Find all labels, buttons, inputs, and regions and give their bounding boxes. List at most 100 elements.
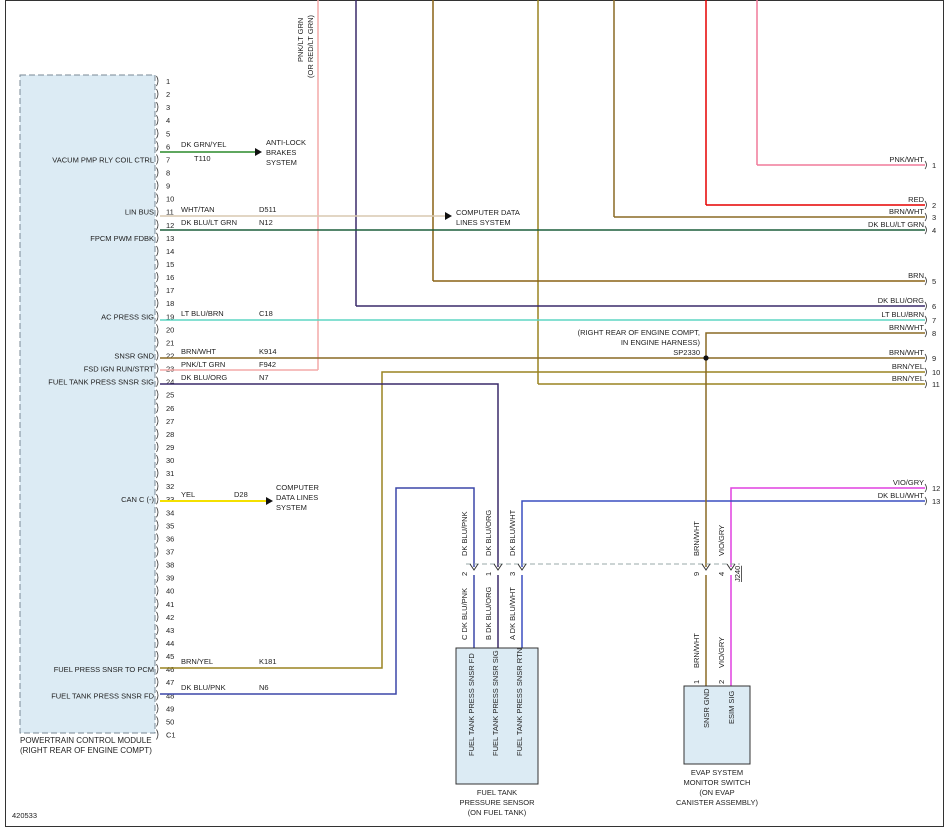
arrow-data-lines-2 xyxy=(266,497,273,505)
pcm-pin-number: 20 xyxy=(166,325,174,334)
pcm-pin-terminal xyxy=(156,546,159,557)
pcm-module xyxy=(19,74,156,734)
right-connector-wire-color: BRN xyxy=(908,271,924,280)
top-wire-label-2: (OR RED/LT GRN) xyxy=(306,14,315,78)
arrow-data-lines-1 xyxy=(445,212,452,220)
right-connector-wire-color: BRN/WHT xyxy=(889,207,924,216)
right-connector-pin: 3 xyxy=(932,213,936,222)
right-connector-pin: 5 xyxy=(932,277,936,286)
pcm-pin-terminal xyxy=(156,533,159,544)
pcm-pin-list: 1234567891011121314151617181920212223242… xyxy=(156,75,176,740)
diagram-id: 420533 xyxy=(12,811,37,820)
pcm-pin-terminal xyxy=(156,520,159,531)
svg-text:3: 3 xyxy=(508,572,517,576)
pcm-pin-terminal xyxy=(156,415,159,427)
svg-text:DK BLU/WHT: DK BLU/WHT xyxy=(508,509,517,556)
pcm-pin-terminal xyxy=(156,245,159,257)
pcm-pin-terminal xyxy=(156,690,159,701)
svg-text:SNSR GND: SNSR GND xyxy=(702,688,711,728)
pcm-pin-number: 35 xyxy=(166,521,174,530)
splice-sp2330 xyxy=(703,355,709,361)
right-connector-terminal xyxy=(924,353,927,363)
pcm-signal-label: FUEL TANK PRESS SNSR FD xyxy=(51,691,154,700)
svg-text:DK BLU/PNK: DK BLU/PNK xyxy=(460,511,469,556)
pcm-pin-number: 21 xyxy=(166,338,174,347)
pcm-pin-number: 19 xyxy=(166,312,174,321)
pcm-pin-number: 34 xyxy=(166,508,174,517)
right-connector-wire-color: DK BLU/ORG xyxy=(878,296,924,305)
svg-text:YEL: YEL xyxy=(181,490,195,499)
pcm-pin-terminal xyxy=(156,311,159,322)
pcm-pin-number: 47 xyxy=(166,678,174,687)
right-connector-pin: 1 xyxy=(932,161,936,170)
data-lines-2-label-1: COMPUTER xyxy=(276,483,320,492)
pcm-pin-terminal xyxy=(156,703,159,714)
svg-text:C18: C18 xyxy=(259,309,273,318)
right-connector-terminal xyxy=(924,212,927,222)
data-lines-1-label-1: COMPUTER DATA xyxy=(456,208,520,217)
right-connector-pin: 9 xyxy=(932,354,936,363)
pcm-title-line-2: (RIGHT REAR OF ENGINE COMPT) xyxy=(20,746,152,755)
pcm-wire-labels: DK GRN/YEL T110 WHT/TAN D511 DK BLU/LT G… xyxy=(181,140,277,692)
svg-text:DK BLU/PNK: DK BLU/PNK xyxy=(181,683,226,692)
right-connector-wire-color: PNK/WHT xyxy=(889,155,924,164)
pcm-pin-terminal xyxy=(156,598,159,610)
pcm-signal-label: LIN BUS xyxy=(125,208,154,217)
splice-id: SP2330 xyxy=(673,348,700,357)
svg-text:F942: F942 xyxy=(259,360,276,369)
pcm-title-line-1: POWERTRAIN CONTROL MODULE xyxy=(20,736,152,745)
right-connector-pin: 13 xyxy=(932,497,940,506)
pcm-pin-number: 3 xyxy=(166,103,170,112)
pcm-pin-terminal xyxy=(156,585,159,596)
pcm-pin-terminal xyxy=(156,441,159,453)
pcm-pin-terminal xyxy=(156,363,159,374)
svg-text:PNK/LT GRN: PNK/LT GRN xyxy=(181,360,225,369)
data-lines-2-label-2: DATA LINES xyxy=(276,493,318,502)
pcm-pin-terminal xyxy=(156,193,159,204)
wire-brn-wht-h8 xyxy=(705,332,925,358)
svg-text:DK GRN/YEL: DK GRN/YEL xyxy=(181,140,226,149)
svg-text:D511: D511 xyxy=(259,205,276,214)
data-lines-2-label-3: SYSTEM xyxy=(276,503,307,512)
pcm-pin-number: 32 xyxy=(166,482,174,491)
pcm-pin-terminal xyxy=(156,75,159,87)
wire-dk-blu-wht xyxy=(521,500,925,567)
pcm-pin-number: 6 xyxy=(166,142,170,151)
svg-text:N6: N6 xyxy=(259,683,269,692)
right-connector-terminal xyxy=(924,160,927,170)
splice-location-2: IN ENGINE HARNESS) xyxy=(621,338,701,347)
fuel-tank-pressure-sensor xyxy=(455,647,539,785)
pcm-pin-number: 49 xyxy=(166,704,174,713)
svg-text:LT BLU/BRN: LT BLU/BRN xyxy=(181,309,224,318)
evap-title-4: CANISTER ASSEMBLY) xyxy=(676,798,758,807)
pcm-pin-number: 23 xyxy=(166,365,174,374)
pcm-pin-terminal xyxy=(156,232,159,244)
right-connector-terminal xyxy=(924,379,927,389)
pcm-pin-terminal xyxy=(156,677,159,688)
right-connector-pin: 10 xyxy=(932,368,940,377)
wire-brn-yel-fuel-press xyxy=(160,371,925,669)
pcm-pin-terminal xyxy=(156,180,159,191)
pcm-signal-label: FSD IGN RUN/STRT xyxy=(84,365,155,374)
pcm-pin-terminal xyxy=(156,624,159,636)
pcm-pin-terminal xyxy=(156,729,159,740)
pcm-pin-number: C1 xyxy=(166,731,176,740)
pcm-signal-label: SNSR GND xyxy=(114,351,154,360)
pcm-pin-number: 36 xyxy=(166,534,174,543)
pcm-pin-terminal xyxy=(156,324,159,335)
pcm-pin-number: 12 xyxy=(166,221,174,230)
pcm-pin-terminal xyxy=(156,494,159,505)
pcm-pin-terminal xyxy=(156,467,159,479)
pcm-pin-terminal xyxy=(156,154,159,165)
pcm-pin-number: 17 xyxy=(166,286,174,295)
data-lines-1-label-2: LINES SYSTEM xyxy=(456,218,511,227)
pcm-pin-terminal xyxy=(156,88,159,100)
pcm-pin-terminal xyxy=(156,206,159,217)
right-connector-terminal xyxy=(924,301,927,311)
pcm-pin-terminal xyxy=(156,611,159,623)
svg-text:N7: N7 xyxy=(259,373,269,382)
pcm-pin-number: 10 xyxy=(166,195,174,204)
right-connector-terminal xyxy=(924,328,927,338)
right-connector-wire-color: BRN/WHT xyxy=(889,348,924,357)
pcm-pin-number: 44 xyxy=(166,639,174,648)
